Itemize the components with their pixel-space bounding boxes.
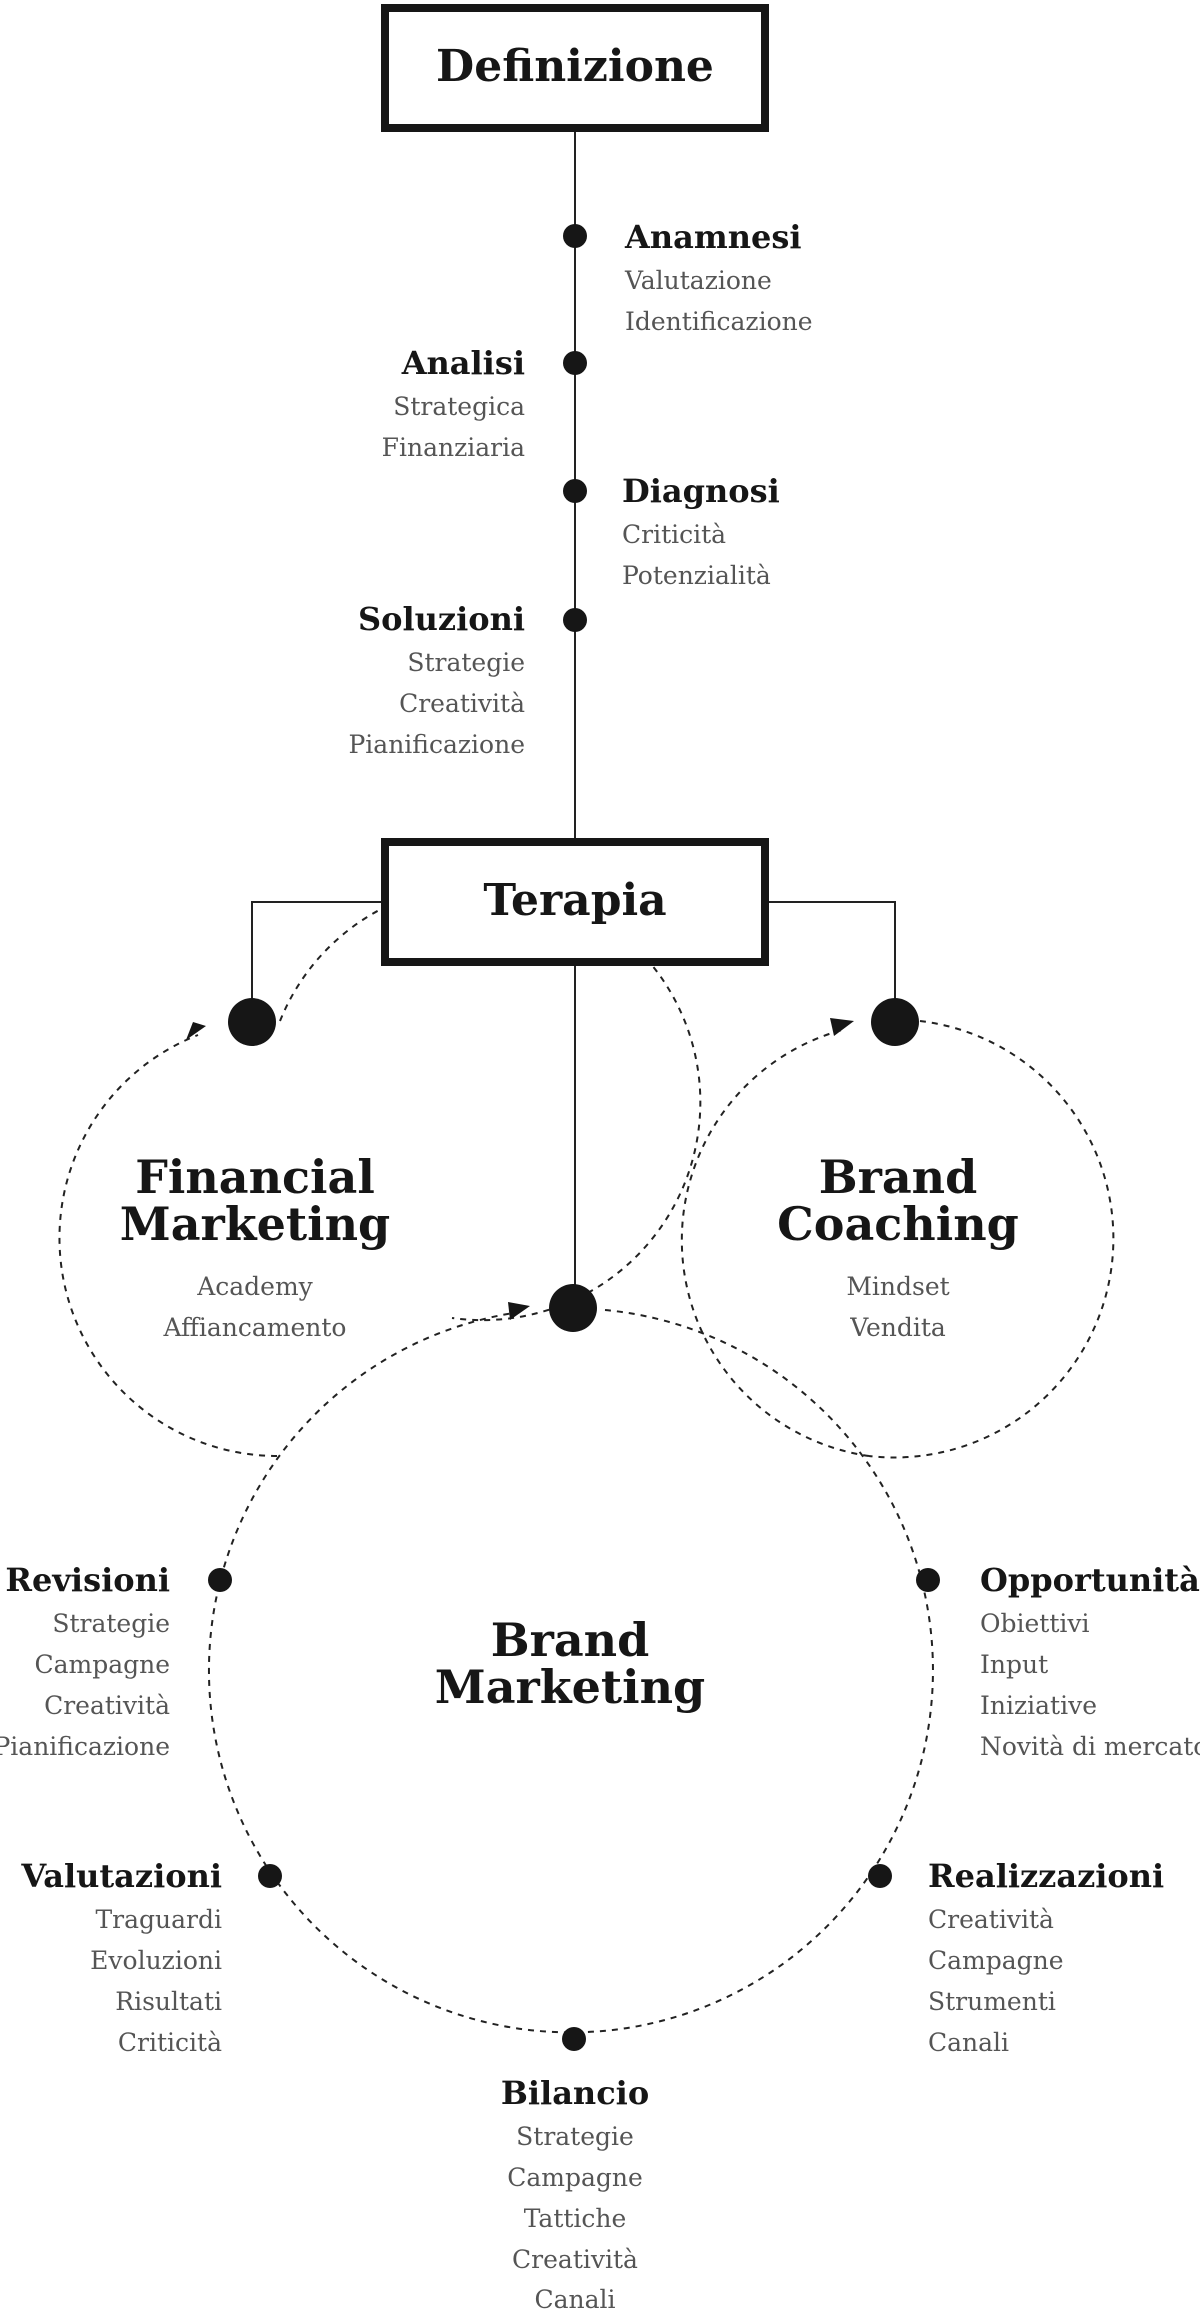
arrow-head-right <box>830 1018 854 1036</box>
cycle-node-realizzazioni: Realizzazioni Creatività Campagne Strume… <box>928 1857 1164 2057</box>
financial-cycle-circle <box>279 883 702 1322</box>
financial-marketing-title: Financial <box>135 1150 375 1204</box>
analisi-item: Finanziaria <box>382 433 525 462</box>
anamnesi-title: Anamnesi <box>624 218 801 256</box>
financial-marketing-title: Marketing <box>120 1197 390 1251</box>
brand-coaching-item: Mindset <box>846 1272 949 1301</box>
valutazioni-item: Criticità <box>118 2028 222 2057</box>
diagnosi-title: Diagnosi <box>622 472 780 510</box>
revisioni-item: Strategie <box>52 1609 170 1638</box>
brand-coaching-dot <box>871 998 919 1046</box>
diagnosi-item: Potenzialità <box>622 561 771 590</box>
realizzazioni-item: Creatività <box>928 1905 1054 1934</box>
analisi-dot <box>563 351 587 375</box>
revisioni-dot <box>208 1568 232 1592</box>
step-soluzioni: Soluzioni Strategie Creatività Pianifica… <box>348 600 525 759</box>
definizione-box: Definizione <box>381 4 769 132</box>
terapia-title: Terapia <box>483 875 666 926</box>
coaching-cycle-circle-end <box>680 1029 870 1457</box>
revisioni-item: Pianificazione <box>0 1732 170 1761</box>
step-anamnesi: Anamnesi Valutazione Identificazione <box>624 218 813 336</box>
realizzazioni-item: Strumenti <box>928 1987 1056 2016</box>
brand-marketing-group: Brand Marketing <box>435 1613 705 1714</box>
valutazioni-title: Valutazioni <box>20 1857 222 1895</box>
coaching-cycle-circle <box>868 1020 1115 1459</box>
anamnesi-item: Identificazione <box>625 307 813 336</box>
soluzioni-item: Strategie <box>407 648 525 677</box>
connector-left <box>251 901 385 1022</box>
realizzazioni-item: Canali <box>928 2028 1009 2057</box>
analisi-title: Analisi <box>401 344 525 382</box>
soluzioni-dot <box>563 608 587 632</box>
bilancio-item: Canali <box>534 2285 615 2314</box>
financial-marketing-item: Academy <box>196 1272 313 1301</box>
anamnesi-dot <box>563 224 587 248</box>
financial-marketing-dot <box>228 998 276 1046</box>
bilancio-dot <box>562 2027 586 2051</box>
brand-coaching-item: Vendita <box>849 1313 946 1342</box>
opportunita-dot <box>916 1568 940 1592</box>
bilancio-item: Campagne <box>507 2163 643 2192</box>
anamnesi-item: Valutazione <box>624 266 772 295</box>
step-analisi: Analisi Strategica Finanziaria <box>382 344 525 462</box>
diagnosi-item: Criticità <box>622 520 726 549</box>
opportunita-title: Opportunità <box>980 1561 1200 1599</box>
definizione-title: Definizione <box>436 41 714 92</box>
brand-coaching-group: Brand Coaching Mindset Vendita <box>777 1150 1019 1342</box>
realizzazioni-title: Realizzazioni <box>928 1857 1164 1895</box>
cycle-node-revisioni: Revisioni Strategie Campagne Creatività … <box>0 1561 170 1761</box>
cycle-node-bilancio: Bilancio Strategie Campagne Tattiche Cre… <box>501 2074 649 2314</box>
valutazioni-item: Traguardi <box>96 1905 223 1934</box>
revisioni-title: Revisioni <box>5 1561 170 1599</box>
bilancio-item: Strategie <box>516 2122 634 2151</box>
bilancio-item: Creatività <box>512 2245 638 2274</box>
bilancio-item: Tattiche <box>524 2204 627 2233</box>
brand-coaching-title: Brand <box>819 1150 978 1204</box>
terapia-box: Terapia <box>381 838 769 966</box>
valutazioni-item: Risultati <box>115 1987 222 2016</box>
financial-cycle-circle-end <box>58 1034 278 1457</box>
financial-marketing-group: Financial Marketing Academy Affiancament… <box>120 1150 390 1342</box>
opportunita-item: Obiettivi <box>980 1609 1090 1638</box>
soluzioni-item: Creatività <box>399 689 525 718</box>
valutazioni-dot <box>258 1864 282 1888</box>
step-diagnosi: Diagnosi Criticità Potenzialità <box>622 472 780 590</box>
brand-marketing-title: Brand <box>491 1613 650 1667</box>
analisi-item: Strategica <box>393 392 525 421</box>
cycle-node-valutazioni: Valutazioni Traguardi Evoluzioni Risulta… <box>20 1857 222 2057</box>
brand-marketing-dot <box>549 1284 597 1332</box>
cycle-node-opportunita: Opportunità Obiettivi Input Iniziative N… <box>980 1561 1200 1761</box>
revisioni-item: Creatività <box>44 1691 170 1720</box>
arrow-head-center <box>508 1302 530 1320</box>
opportunita-item: Input <box>980 1650 1048 1679</box>
revisioni-item: Campagne <box>34 1650 170 1679</box>
soluzioni-title: Soluzioni <box>358 600 525 638</box>
soluzioni-item: Pianificazione <box>348 730 525 759</box>
valutazioni-item: Evoluzioni <box>90 1946 222 1975</box>
bilancio-title: Bilancio <box>501 2074 649 2112</box>
diagnosi-dot <box>563 479 587 503</box>
arrow-head-left <box>186 1022 206 1040</box>
brand-marketing-title: Marketing <box>435 1660 705 1714</box>
opportunita-item: Novità di mercato <box>980 1732 1200 1761</box>
connector-right <box>765 901 896 1022</box>
realizzazioni-dot <box>868 1864 892 1888</box>
opportunita-item: Iniziative <box>980 1691 1097 1720</box>
financial-marketing-item: Affiancamento <box>163 1313 347 1342</box>
realizzazioni-item: Campagne <box>928 1946 1064 1975</box>
brand-coaching-title: Coaching <box>777 1197 1019 1251</box>
